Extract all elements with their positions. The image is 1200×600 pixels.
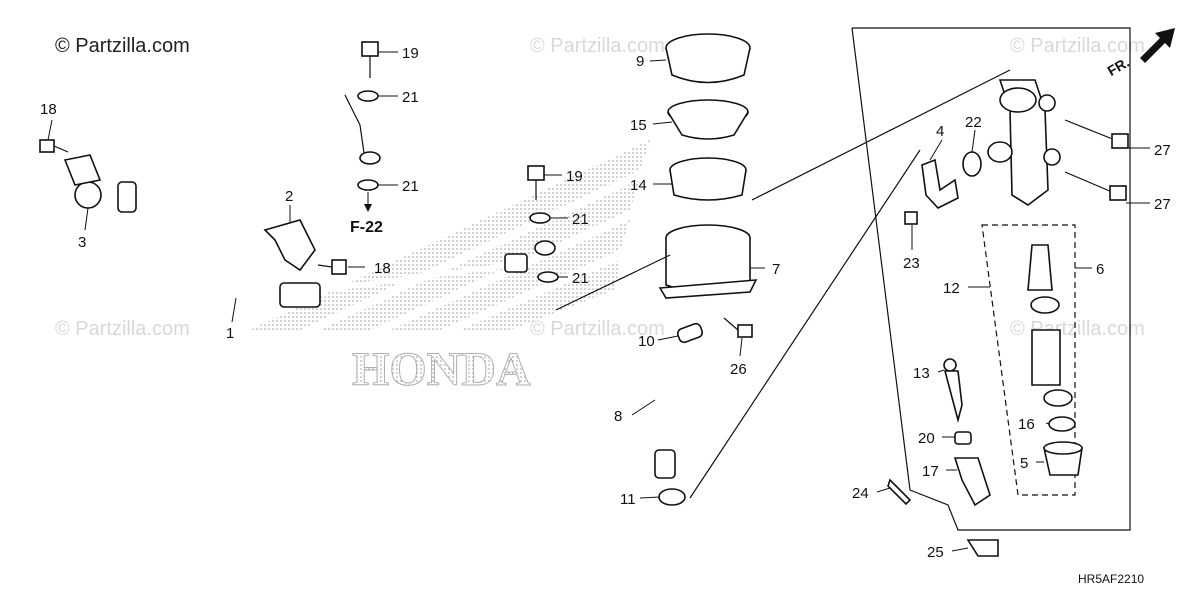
bolt-part-18-left [39, 139, 69, 153]
callout-8: 8 [614, 408, 622, 425]
clip-part-25 [966, 539, 999, 557]
reservoir-cap-part-9 [665, 33, 751, 84]
watermark-main: © Partzilla.com [55, 35, 190, 57]
callout-25: 25 [927, 544, 944, 561]
callout-22: 22 [965, 114, 982, 131]
callout-21-b: 21 [402, 178, 419, 195]
callout-labels: 1 2 3 18 18 19 21 21 19 21 21 9 15 14 7 … [40, 45, 1171, 561]
hose-clip-part-10 [676, 322, 704, 344]
bolt-part-26 [723, 317, 753, 338]
bolt-part-27-upper [1064, 119, 1129, 149]
callout-9: 9 [636, 53, 644, 70]
hose-clip-part-11 [658, 488, 686, 506]
callout-18-center: 18 [374, 260, 391, 277]
callout-19-upper: 19 [402, 45, 419, 62]
watermark-faint: © Partzilla.com [1010, 318, 1145, 340]
stay-part-2 [263, 219, 316, 272]
callout-12: 12 [943, 280, 960, 297]
callout-4: 4 [936, 123, 944, 140]
callout-6: 6 [1096, 261, 1104, 278]
reference-label-f22: F-22 [350, 219, 383, 236]
boot-part-5 [1043, 441, 1083, 476]
callout-5: 5 [1020, 455, 1028, 472]
callout-10: 10 [638, 333, 655, 350]
callout-19-middle: 19 [566, 168, 583, 185]
nut-part-20 [954, 431, 972, 445]
callout-2: 2 [285, 188, 293, 205]
callout-23: 23 [903, 255, 920, 272]
callout-24: 24 [852, 485, 869, 502]
callout-26: 26 [730, 361, 747, 378]
callout-17: 17 [922, 463, 939, 480]
honda-brand-text: HONDA [352, 343, 531, 396]
callout-13: 13 [913, 365, 930, 382]
watermark-faint: © Partzilla.com [1010, 35, 1145, 57]
watermark-faint: © Partzilla.com [530, 35, 665, 57]
callout-7: 7 [772, 261, 780, 278]
reservoir-hose-part-8 [647, 340, 686, 479]
callout-27-upper: 27 [1154, 142, 1171, 159]
callout-11: 11 [620, 491, 636, 508]
push-rod-part-13 [943, 358, 963, 424]
o-ring-part-22 [962, 151, 982, 177]
callout-3: 3 [78, 234, 86, 251]
master-cylinder-body [987, 79, 1061, 206]
bolt-part-19-upper [357, 41, 381, 212]
callout-18-left: 18 [40, 101, 57, 118]
piston-set-part-12 [1027, 244, 1073, 407]
reservoir-part-7 [658, 224, 758, 299]
honda-wing-emblem: HONDA [250, 140, 650, 397]
bolt-part-18-center [317, 259, 347, 275]
bolt-part-19-middle [527, 165, 559, 283]
pin-part-24 [887, 478, 912, 506]
diagram-code: HR5AF2210 [1078, 572, 1144, 586]
watermark-faint: © Partzilla.com [55, 318, 190, 340]
watermark-faint: © Partzilla.com [530, 318, 665, 340]
circlip-part-16 [1048, 416, 1076, 432]
callout-21-a: 21 [402, 89, 419, 106]
joint-part-4 [921, 158, 959, 209]
callout-27-lower: 27 [1154, 196, 1171, 213]
callout-16: 16 [1018, 416, 1035, 433]
callout-21-c: 21 [572, 211, 589, 228]
plate-part-15 [667, 99, 749, 140]
callout-1: 1 [226, 325, 234, 342]
front-direction-label: FR. [1105, 54, 1133, 79]
clamp-part-3 [63, 154, 102, 209]
leader-lines [47, 51, 1150, 552]
callout-15: 15 [630, 117, 647, 134]
brake-hose-part-1 [117, 87, 528, 308]
callout-14: 14 [630, 177, 647, 194]
joint-part-17 [953, 457, 991, 507]
master-cylinder-assembly-outline [555, 27, 1131, 531]
callout-21-d: 21 [572, 270, 589, 287]
callout-20: 20 [918, 430, 935, 447]
bolt-part-27-lower [1064, 171, 1127, 201]
bolt-part-23 [904, 211, 918, 225]
diaphragm-part-14 [669, 157, 747, 201]
